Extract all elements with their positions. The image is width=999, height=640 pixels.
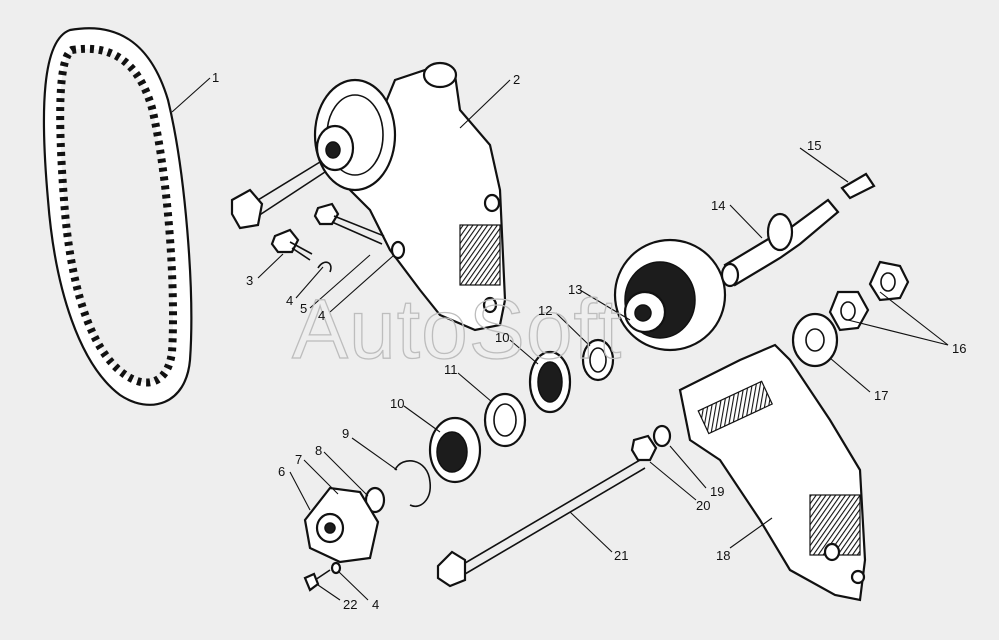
callout-16: 16 bbox=[952, 341, 966, 356]
long-bolt bbox=[436, 424, 672, 588]
shaft-and-nipple bbox=[720, 172, 876, 288]
nuts-and-washer bbox=[791, 260, 910, 368]
callout-5: 5 bbox=[300, 301, 307, 316]
callout-1: 1 bbox=[212, 70, 219, 85]
leader-lines bbox=[171, 77, 949, 601]
callout-12: 12 bbox=[538, 303, 552, 318]
callout-8: 8 bbox=[315, 443, 322, 458]
callout-20: 20 bbox=[696, 498, 710, 513]
toothed-belt bbox=[42, 27, 193, 406]
callout-13: 13 bbox=[568, 282, 582, 297]
callout-3: 3 bbox=[246, 273, 253, 288]
cover-group bbox=[303, 460, 431, 592]
pump-housing bbox=[230, 61, 507, 332]
callout-14: 14 bbox=[711, 198, 725, 213]
bolts-3-5 bbox=[270, 202, 406, 273]
callout-22: 22 bbox=[343, 597, 357, 612]
callout-7: 7 bbox=[295, 452, 302, 467]
callout-11: 11 bbox=[444, 362, 458, 377]
callout-19: 19 bbox=[710, 484, 724, 499]
bearings-and-rings bbox=[428, 338, 615, 484]
watermark-text: AutoSoft bbox=[292, 282, 622, 376]
callout-10a: 10 bbox=[390, 396, 404, 411]
callout-4a: 4 bbox=[286, 293, 293, 308]
callout-9: 9 bbox=[342, 426, 349, 441]
callout-21: 21 bbox=[614, 548, 628, 563]
callout-4c: 4 bbox=[372, 597, 379, 612]
callout-10b: 10 bbox=[495, 330, 509, 345]
callout-18: 18 bbox=[716, 548, 730, 563]
callout-17: 17 bbox=[874, 388, 888, 403]
callout-15: 15 bbox=[807, 138, 821, 153]
callout-labels: 1 2 3 4 4 4 5 6 7 8 9 10 10 11 12 13 14 … bbox=[212, 70, 966, 612]
bracket bbox=[678, 343, 867, 602]
callout-2: 2 bbox=[513, 72, 520, 87]
callout-6: 6 bbox=[278, 464, 285, 479]
pulley bbox=[613, 238, 727, 352]
callout-4b: 4 bbox=[318, 308, 325, 323]
